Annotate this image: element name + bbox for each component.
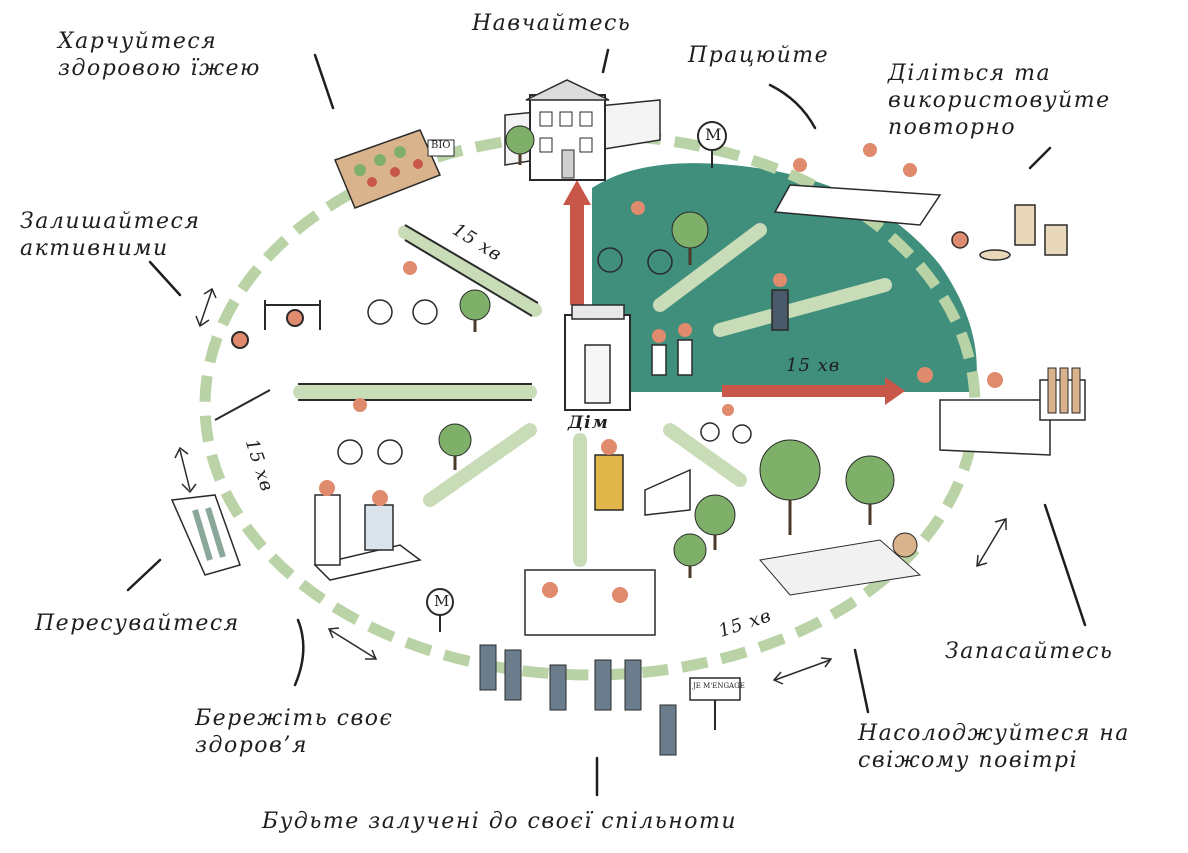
home-building — [564, 304, 631, 411]
metro-sign-bottom — [426, 588, 454, 632]
label-share-reuse: Діліться та використовуйте повторно — [888, 61, 1111, 140]
metro-sign-top — [697, 121, 727, 168]
vote-sign-text: JE M'ENGAGE — [693, 682, 745, 690]
metro-sign-bottom-letter: M — [434, 592, 451, 610]
school-building — [504, 79, 661, 181]
vote-sign — [689, 677, 741, 730]
bakery-stall — [917, 367, 1086, 456]
radial-roads — [293, 223, 892, 567]
crowd — [479, 644, 677, 756]
label-health: Бережіть своє здоров’я — [195, 706, 394, 758]
bike-parking — [170, 494, 241, 576]
picnic-area — [759, 532, 922, 596]
community-stage — [524, 569, 656, 636]
metro-sign-top-letter: M — [705, 125, 723, 144]
home-label: Дім — [568, 413, 609, 433]
red-arrows — [563, 180, 905, 405]
label-outdoors: Насолоджуйтеся на свіжому повітрі — [858, 721, 1130, 773]
residents — [651, 289, 789, 376]
label-learn: Навчайтесь — [472, 11, 632, 36]
label-move-around: Пересувайтеся — [35, 611, 240, 636]
label-eat-healthy: Харчуйтеся здоровою їжею — [58, 29, 261, 81]
reuse-furniture — [951, 204, 1068, 261]
label-work: Працюйте — [688, 43, 830, 68]
market-stall — [334, 129, 455, 209]
mobility-arrows — [174, 287, 1007, 685]
exercise-area — [214, 300, 321, 421]
label-supply: Запасайтесь — [945, 639, 1114, 664]
coworking-table — [773, 143, 942, 226]
label-community: Будьте залучені до своєї спільноти — [262, 809, 738, 834]
distance-label-right: 15 хв — [786, 355, 841, 376]
label-stay-active: Залишайтеся активними — [20, 209, 201, 261]
street-worker — [594, 439, 691, 516]
bio-sign: BIO — [431, 140, 451, 151]
cyclists — [337, 247, 752, 465]
health-clinic — [313, 480, 422, 581]
leader-lines — [126, 48, 1087, 797]
